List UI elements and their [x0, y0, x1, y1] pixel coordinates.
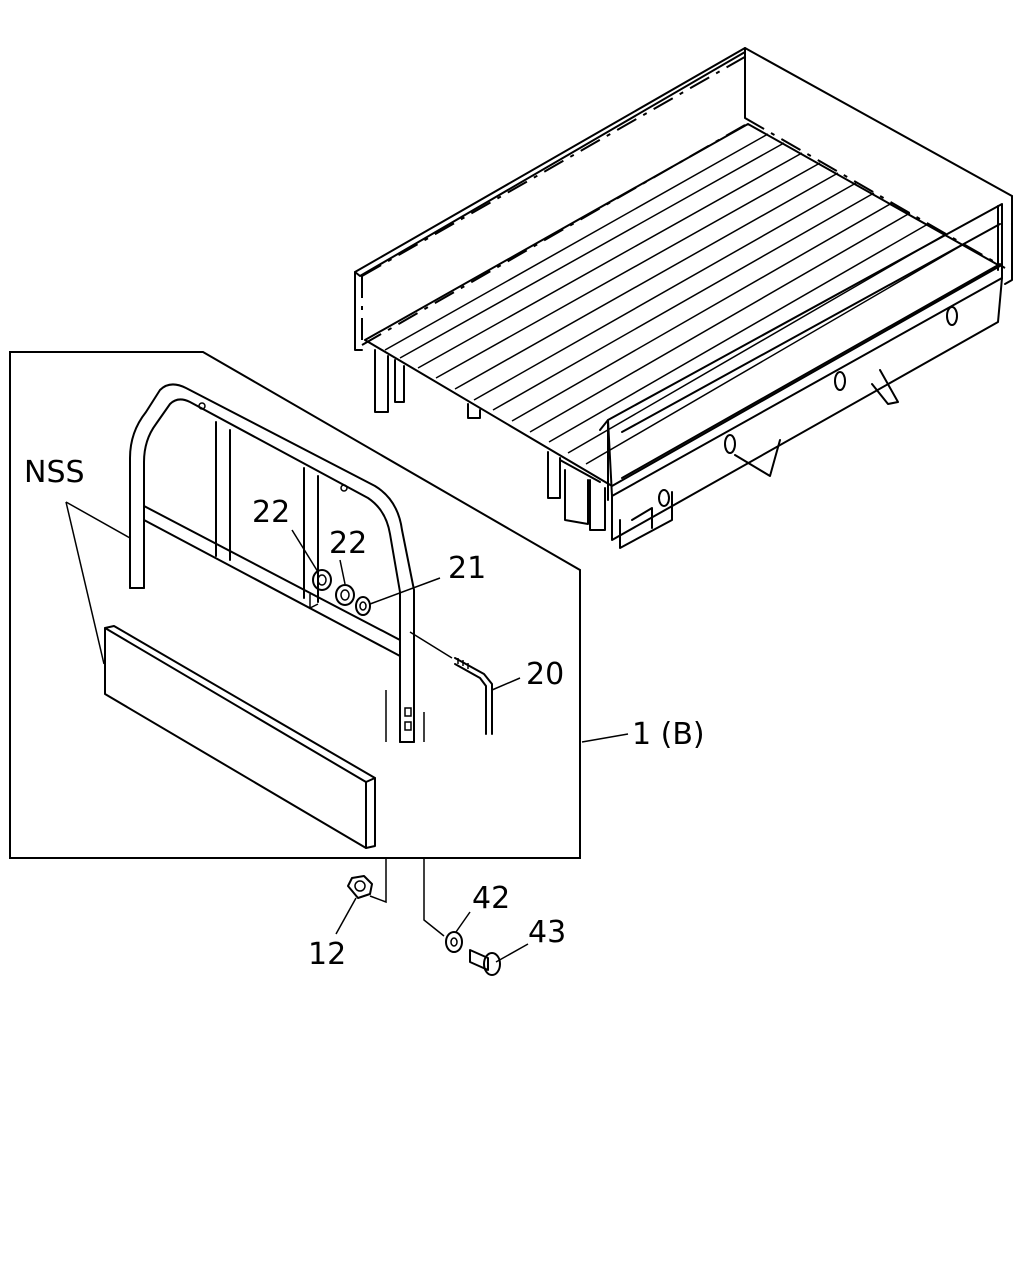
bolt-43	[469, 949, 501, 976]
pin-20	[454, 657, 493, 735]
nss-board	[104, 625, 376, 849]
callout-43: 43	[528, 915, 566, 950]
nut-12	[347, 875, 373, 899]
callout-1b: 1 (B)	[632, 717, 705, 752]
callout-20: 20	[526, 657, 564, 692]
callout-22-b: 22	[329, 526, 367, 561]
callout-21: 21	[448, 551, 486, 586]
washer-21	[355, 596, 371, 616]
callout-12: 12	[308, 937, 346, 972]
headboard-guard-frame	[129, 383, 415, 743]
inset-panel	[9, 351, 581, 859]
truck-bed-assembly	[354, 47, 1013, 549]
nut-22-b	[335, 584, 355, 606]
callout-42: 42	[472, 881, 510, 916]
callout-nss: NSS	[24, 455, 85, 490]
callout-22-a: 22	[252, 495, 290, 530]
washer-42	[445, 931, 463, 953]
nut-22-a	[312, 569, 332, 591]
leader-lines	[65, 501, 629, 963]
